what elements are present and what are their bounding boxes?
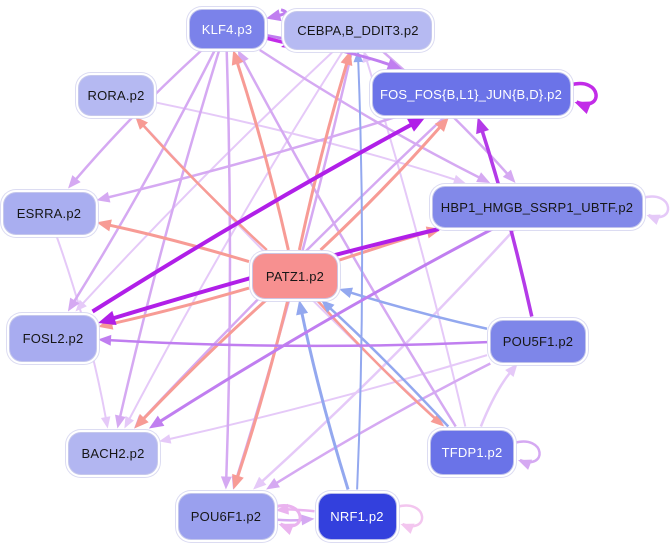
self-loop-arrow-POU6F1 bbox=[278, 523, 295, 535]
node-hbp1[interactable]: HBP1_HMGB_SSRP1_UBTF.p2 bbox=[431, 186, 643, 228]
node-label: KLF4.p3 bbox=[201, 21, 253, 37]
self-loop-arrow-TFDP1 bbox=[518, 459, 533, 470]
edge-arrow-KLF4-ESRRA bbox=[68, 175, 81, 189]
node-pou6f1[interactable]: POU6F1.p2 bbox=[177, 492, 275, 540]
edge-TFDP1-KLF4 bbox=[241, 58, 457, 428]
self-loop-arrow-FOS bbox=[574, 101, 592, 115]
edge-arrow-POU6F1-NRF1 bbox=[301, 514, 315, 526]
self-loop-NRF1 bbox=[396, 504, 424, 528]
edge-arrow-KLF4-FOS bbox=[386, 58, 403, 70]
edge-PATZ1-BACH2 bbox=[141, 298, 268, 422]
edge-arrow-TFDP1-POU5F1 bbox=[505, 363, 518, 377]
node-fos[interactable]: FOS_FOS{B,L1}_JUN{B,D}.p2 bbox=[371, 72, 571, 116]
edge-HBP1-BACH2 bbox=[157, 227, 494, 424]
self-loop-HBP1 bbox=[642, 195, 670, 219]
edge-arrow-FOS-ESRRA bbox=[96, 191, 111, 203]
edge-TFDP1-PATZ1 bbox=[328, 306, 450, 428]
edge-POU5F1-POU6F1 bbox=[274, 362, 491, 486]
edge-POU5F1-PATZ1 bbox=[348, 290, 488, 330]
edge-CEBPA-FOSL2 bbox=[80, 49, 335, 306]
node-label: FOS_FOS{B,L1}_JUN{B,D}.p2 bbox=[379, 86, 563, 102]
edge-NRF1-CEBPA bbox=[356, 59, 364, 490]
node-cebpa[interactable]: CEBPA,B_DDIT3.p2 bbox=[284, 10, 432, 50]
self-loop-FOS bbox=[570, 81, 598, 106]
edge-arrow-TFDP1-PATZ1 bbox=[321, 300, 335, 313]
edge-arrow-FOSL2-FOS bbox=[406, 117, 426, 132]
edge-arrow-POU5F1-FOS bbox=[476, 117, 490, 135]
edge-KLF4-POU6F1 bbox=[225, 49, 232, 480]
edge-arrow-POU5F1-PATZ1 bbox=[339, 287, 354, 299]
edge-arrow-POU5F1-FOSL2 bbox=[98, 334, 112, 346]
node-pou5f1[interactable]: POU5F1.p2 bbox=[490, 319, 586, 363]
self-loop-arrow-HBP1 bbox=[646, 214, 661, 225]
self-loop-TFDP1 bbox=[513, 440, 541, 464]
edge-NRF1-POU6F1 bbox=[285, 508, 315, 513]
edge-arrow-PATZ1-POU6F1 bbox=[232, 473, 244, 490]
edge-KLF4-HBP1 bbox=[259, 48, 482, 180]
edge-arrow-HBP1-BACH2 bbox=[148, 415, 165, 429]
node-fosl2[interactable]: FOSL2.p2 bbox=[9, 314, 97, 362]
edge-arrow-POU5F1-POU6F1 bbox=[266, 478, 280, 490]
node-patz1[interactable]: PATZ1.p2 bbox=[252, 253, 338, 299]
edge-RORA-HBP1 bbox=[154, 101, 457, 182]
node-bach2[interactable]: BACH2.p2 bbox=[68, 431, 158, 475]
node-label: PATZ1.p2 bbox=[265, 268, 325, 284]
edge-KLF4-FOSL2 bbox=[72, 49, 217, 304]
edge-arrow-RORA-HBP1 bbox=[452, 174, 466, 184]
edge-arrow-KLF4-HBP1 bbox=[476, 172, 491, 183]
edge-PATZ1-KLF4 bbox=[235, 60, 290, 251]
edge-arrow-KLF4-POU6F1 bbox=[220, 476, 232, 490]
node-label: CEBPA,B_DDIT3.p2 bbox=[297, 22, 419, 38]
edge-arrow-ESRRA-BACH2 bbox=[100, 416, 111, 429]
edge-TFDP1-POU5F1 bbox=[479, 370, 512, 427]
edge-arrow-NRF1-PATZ1 bbox=[296, 300, 309, 316]
edge-PATZ1-POU6F1 bbox=[235, 299, 290, 480]
node-label: FOSL2.p2 bbox=[22, 330, 84, 346]
edge-arrow-KLF4-BACH2 bbox=[115, 414, 126, 429]
edge-arrow-PATZ1-RORA bbox=[135, 116, 148, 130]
edge-PATZ1-RORA bbox=[141, 123, 268, 251]
edge-arrow-CEBPA-BACH2 bbox=[124, 415, 135, 429]
edge-PATZ1-FOSL2 bbox=[108, 286, 250, 326]
edge-POU5F1-BACH2 bbox=[167, 354, 488, 441]
node-tfdp1[interactable]: TFDP1.p2 bbox=[430, 429, 514, 475]
node-label: TFDP1.p2 bbox=[441, 444, 503, 460]
self-loop-arrow-NRF1 bbox=[400, 523, 415, 534]
edge-KLF4-BACH2 bbox=[118, 49, 221, 419]
node-rora[interactable]: RORA.p2 bbox=[78, 74, 154, 116]
edge-PATZ1-ESRRA bbox=[107, 223, 250, 264]
edge-POU5F1-FOSL2 bbox=[108, 338, 488, 348]
edge-arrow-HBP1-POU6F1 bbox=[253, 476, 267, 490]
edge-PATZ1-FOS bbox=[319, 124, 443, 252]
edge-arrow-CEBPA-HBP1 bbox=[502, 169, 516, 183]
node-label: HBP1_HMGB_SSRP1_UBTF.p2 bbox=[440, 199, 634, 215]
edge-PATZ1-CEBPA bbox=[297, 61, 349, 251]
edge-CEBPA-BACH2 bbox=[127, 49, 345, 421]
node-klf4[interactable]: KLF4.p3 bbox=[189, 9, 265, 49]
edge-arrow-PATZ1-TFDP1 bbox=[430, 413, 444, 427]
edge-arrow-CEBPA-FOSL2 bbox=[75, 299, 87, 312]
edge-arrow-PATZ1-KLF4 bbox=[231, 50, 244, 66]
node-nrf1[interactable]: NRF1.p2 bbox=[317, 492, 397, 540]
node-label: POU5F1.p2 bbox=[502, 333, 574, 349]
edge-arrow-CEBPA-KLF4 bbox=[266, 9, 282, 22]
edge-arrow-POU5F1-BACH2 bbox=[159, 434, 172, 444]
edge-arrow-PATZ1-BACH2 bbox=[134, 413, 149, 429]
node-esrra[interactable]: ESRRA.p2 bbox=[2, 191, 96, 235]
edge-arrow-KLF4-FOSL2 bbox=[67, 297, 80, 312]
node-label: POU6F1.p2 bbox=[190, 508, 262, 524]
edge-arrow-PATZ1-FOS bbox=[434, 117, 449, 132]
edge-FOSL2-FOS bbox=[91, 121, 415, 314]
node-label: RORA.p2 bbox=[87, 87, 145, 103]
edge-arrow-PATZ1-ESRRA bbox=[96, 219, 112, 232]
edge-PATZ1-TFDP1 bbox=[315, 299, 437, 421]
node-label: ESRRA.p2 bbox=[16, 205, 82, 221]
node-label: NRF1.p2 bbox=[330, 508, 384, 524]
edge-arrow-HBP1-FOSL2 bbox=[98, 310, 117, 326]
node-label: BACH2.p2 bbox=[81, 445, 145, 461]
edge-HBP1-POU6F1 bbox=[259, 228, 516, 484]
